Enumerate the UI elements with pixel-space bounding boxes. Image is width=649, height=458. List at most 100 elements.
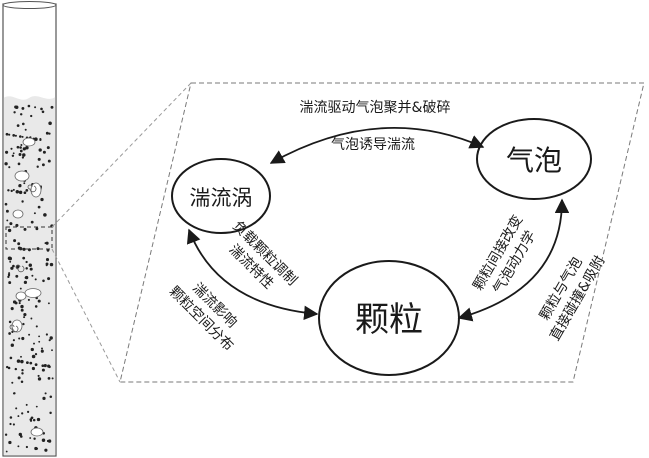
particle-dot	[5, 450, 8, 453]
particle-dot	[15, 407, 18, 410]
particle-dot	[16, 359, 21, 363]
bubble	[12, 209, 24, 219]
particle-dot	[21, 156, 25, 159]
particle-dot	[34, 278, 37, 281]
bubble	[11, 319, 23, 333]
particle-dot	[34, 352, 38, 356]
particle-dot	[15, 223, 19, 227]
particle-dot	[20, 308, 24, 312]
particle-dot	[25, 276, 29, 280]
particle-dot	[21, 369, 24, 372]
particle-dot	[21, 372, 24, 375]
particle-dot	[16, 265, 20, 269]
particle-dot	[46, 248, 50, 252]
particle-dot	[27, 298, 30, 301]
particle-dot	[10, 343, 14, 347]
particle-dot	[41, 368, 45, 372]
particle-dot	[13, 392, 16, 395]
node-particle: 颗粒	[318, 260, 460, 376]
particle-dot	[22, 153, 26, 157]
particle-dot	[51, 377, 54, 380]
particle-dot	[29, 267, 33, 271]
particle-dot	[21, 122, 25, 126]
column-top-rim	[2, 1, 57, 9]
particle-dot	[20, 359, 24, 364]
node-label-vortex: 湍流涡	[190, 186, 253, 210]
particle-dot	[40, 349, 44, 353]
particle-dot	[12, 300, 17, 304]
particle-dot	[23, 227, 27, 231]
particle-dot	[26, 361, 29, 364]
particle-dot	[29, 419, 33, 422]
particle-dot	[16, 145, 20, 149]
particle-dot	[51, 349, 53, 352]
particle-dot	[28, 263, 32, 267]
particle-dot	[33, 342, 35, 345]
particle-dot	[49, 411, 52, 415]
particle-dot	[12, 134, 16, 137]
particle-dot	[8, 440, 12, 445]
particle-dot	[45, 241, 49, 245]
bubble	[22, 137, 36, 147]
particle-dot	[10, 266, 14, 270]
particle-dot	[30, 347, 34, 352]
particle-dot	[8, 272, 11, 275]
particle-dot	[30, 114, 33, 118]
particle-dot	[34, 137, 38, 141]
liquid-body	[3, 96, 56, 456]
particle-dot	[37, 157, 41, 161]
particle-dot	[4, 162, 8, 166]
particle-dot	[11, 381, 14, 384]
particle-dot	[49, 395, 53, 398]
particle-dot	[25, 445, 29, 449]
particle-dot	[41, 438, 46, 442]
particle-dot	[27, 104, 31, 108]
particle-dot	[47, 277, 51, 281]
particle-dot	[47, 302, 50, 305]
bubbles	[11, 137, 44, 437]
particle-dot	[48, 121, 52, 126]
particle-dot	[29, 361, 33, 365]
particle-dot	[45, 258, 50, 262]
particle-dot	[8, 320, 12, 324]
particle-dot	[25, 189, 29, 192]
particle-dot	[35, 325, 38, 328]
particle-dot	[48, 339, 51, 342]
particle-dot	[12, 152, 15, 155]
particle-dot	[21, 336, 25, 341]
particle-dot	[7, 256, 12, 261]
particle-dot	[25, 403, 28, 406]
particle-dot	[21, 135, 24, 138]
particle-dot	[30, 317, 33, 320]
particle-dot	[23, 182, 26, 185]
particle-dot	[34, 305, 38, 308]
particle-dot	[16, 124, 20, 127]
particle-dot	[6, 219, 9, 222]
particle-dot	[4, 433, 8, 436]
bubble	[24, 288, 42, 298]
particle-dot	[33, 437, 36, 440]
bubble	[15, 291, 27, 301]
particle-dot	[37, 377, 42, 381]
particle-dot	[50, 105, 54, 109]
particle-dot	[17, 376, 21, 380]
particle-dot	[15, 274, 19, 278]
particle-dot	[8, 332, 11, 335]
particle-dot	[25, 146, 29, 150]
particle-dot	[40, 107, 43, 111]
particle-dot	[17, 415, 20, 418]
particle-dot	[30, 416, 34, 420]
particle-dot	[7, 228, 12, 233]
particle-dot	[31, 366, 35, 371]
particle-dot	[31, 354, 36, 359]
particle-dot	[45, 333, 49, 336]
particle-dot	[8, 133, 11, 136]
bubble	[14, 170, 30, 182]
particle-dot	[12, 423, 15, 426]
particle-dot	[5, 132, 9, 136]
particle-dot	[14, 367, 18, 371]
particle-dot	[44, 392, 47, 395]
particle-dot	[32, 418, 36, 422]
particle-dot	[18, 153, 22, 156]
particle-dot	[41, 163, 45, 167]
